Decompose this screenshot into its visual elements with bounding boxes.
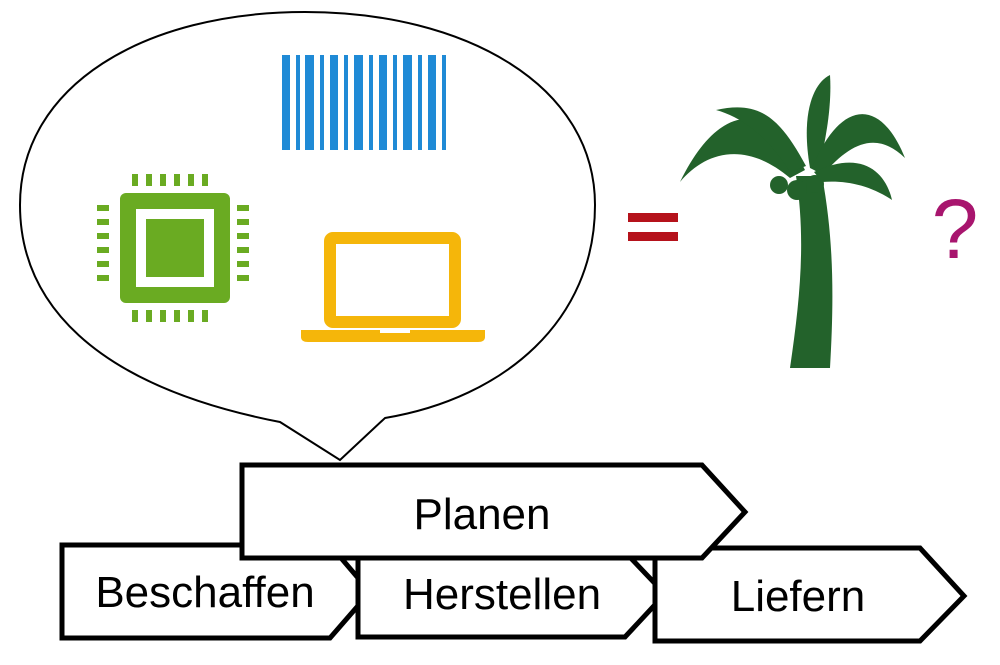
chevron-herstellen: Herstellen (355, 549, 669, 640)
question-mark: ? (932, 182, 979, 276)
step-label-beschaffen: Beschaffen (95, 568, 314, 617)
chevron-liefern: Liefern (652, 545, 968, 644)
laptop-icon (301, 232, 485, 342)
barcode-icon (282, 55, 446, 150)
step-label-herstellen: Herstellen (403, 570, 601, 619)
chevron-beschaffen: Beschaffen (59, 542, 374, 641)
palm-tree-icon (680, 75, 905, 368)
speech-bubble (18, 10, 597, 462)
chevron-planen: Planen (239, 462, 749, 561)
equals-sign (628, 213, 678, 241)
chip-icon (97, 174, 249, 322)
step-label-liefern: Liefern (731, 572, 866, 621)
step-label-planen: Planen (413, 490, 550, 539)
